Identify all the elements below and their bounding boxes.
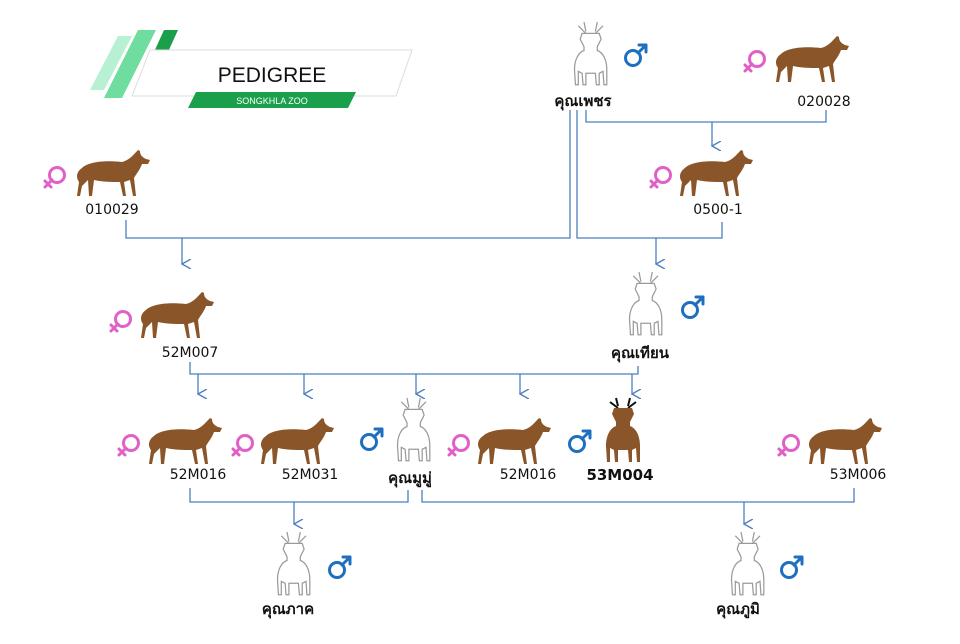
animal-label: คุณเทียน [611,344,670,363]
node-020028: 020028 [743,36,851,110]
female-symbol-icon [447,434,470,457]
animal-label: 52M016 [170,467,227,483]
brown-deer-icon [77,150,150,196]
brown-deer-icon [149,418,222,464]
node-010029: 010029 [43,150,150,218]
female-symbol-icon [649,166,672,189]
header-logo: PEDIGREE SONGKHLA ZOO [90,30,413,108]
animal-label: 0500-1 [693,202,743,218]
white-deer-icon [730,531,765,596]
connector-line [189,362,639,375]
node-52M031: 52M031 [231,418,339,483]
subtitle-bar [188,92,356,108]
female-symbol-icon [743,50,766,73]
page-subtitle: SONGKHLA ZOO [236,96,308,106]
connector-line [585,110,827,123]
male-symbol-icon [780,555,804,579]
node-52M016-first: 52M016 [117,418,227,483]
node-khun-phak: คุณภาค [262,531,352,619]
male-symbol-icon [624,43,648,67]
connector-line [421,488,855,503]
dark-brown-deer-icon [605,397,641,463]
animal-label: คุณมูมู่ [388,469,432,488]
node-khun-mumu: คุณมูมู่ [360,397,432,488]
white-deer-icon [628,271,663,336]
female-symbol-icon [109,310,132,333]
connector-line [576,110,723,239]
connector-line [125,110,571,239]
animal-label: คุณภูมิ [716,600,760,619]
female-symbol-icon [117,434,140,457]
page-title: PEDIGREE [218,64,327,87]
brown-deer-icon [809,418,882,464]
logo-stripe [90,36,132,90]
white-deer-icon [396,397,431,462]
animal-label: 52M016 [500,467,557,483]
brown-deer-icon [478,418,551,464]
node-0500-1: 0500-1 [649,150,753,218]
male-symbol-icon [328,555,352,579]
animal-label: 53M006 [830,467,887,483]
brown-deer-icon [680,150,753,196]
connector-line [189,488,409,503]
male-symbol-icon [568,429,592,453]
node-khun-thian: คุณเทียน [611,271,705,363]
male-symbol-icon [360,427,384,451]
white-deer-icon [573,21,608,86]
logo-stripe [104,30,156,98]
node-53M004: 53M004 [568,397,654,484]
female-symbol-icon [231,434,254,457]
animal-label: คุณเพชร [554,92,612,111]
animal-label: 52M007 [162,345,219,361]
node-khun-phet: คุณเพชร [554,21,648,111]
node-52M007: 52M007 [109,292,219,361]
animal-label: 010029 [85,202,138,218]
brown-deer-icon [261,418,334,464]
male-symbol-icon [681,295,705,319]
female-symbol-icon [43,166,66,189]
animal-label: 52M031 [282,467,339,483]
node-53M006: 53M006 [777,418,887,483]
animal-label: คุณภาค [262,600,314,619]
node-khun-phumi: คุณภูมิ [716,531,804,619]
animal-label: 020028 [797,94,850,110]
node-52M016-second: 52M016 [447,418,557,483]
brown-deer-icon [141,292,214,338]
animal-label: 53M004 [586,466,653,484]
white-deer-icon [276,531,311,596]
brown-deer-icon [776,36,849,82]
pedigree-connectors [125,110,855,524]
title-panel [131,49,413,97]
female-symbol-icon [777,434,800,457]
